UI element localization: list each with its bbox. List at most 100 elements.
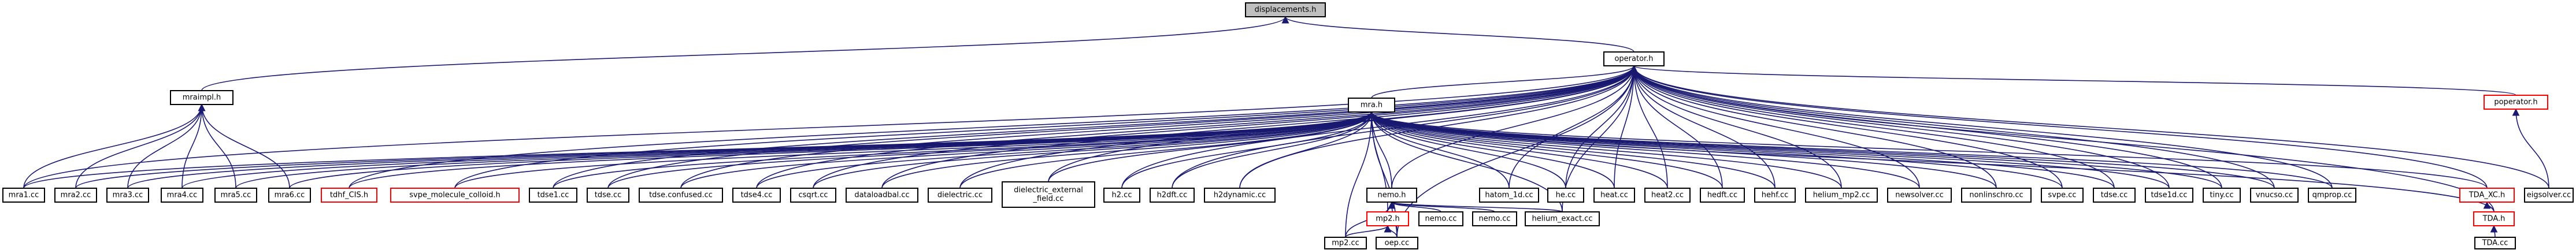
edge-mra_h-to-mp2_cc — [1345, 111, 1376, 238]
node-heat2-cc[interactable]: heat2.cc — [1644, 188, 1691, 203]
node-TDA-XC-h[interactable]: TDA_XC.h — [2459, 188, 2515, 203]
edge-operator_h-to-nonlinschro_cc — [1630, 65, 1997, 189]
node-label: tdhf_CIS.h — [330, 191, 368, 200]
node-label: hatom_1d.cc — [1485, 191, 1533, 200]
node-box — [732, 188, 781, 203]
node-operator-h[interactable]: operator.h — [1603, 51, 1665, 66]
edge-operator_h-to-heat2_cc — [1630, 65, 1668, 189]
node-hatom-1d-cc[interactable]: hatom_1d.cc — [1479, 188, 1539, 203]
node-vnucso-cc[interactable]: vnucso.cc — [2250, 188, 2299, 203]
node-TDA-cc[interactable]: TDA.cc — [2474, 237, 2516, 249]
edge-nemo_h-to-mp2_h — [1387, 201, 1396, 212]
node-box — [2484, 95, 2548, 110]
node-label: mra6.cc — [275, 191, 305, 200]
edge-mra_h-to-he_cc — [1367, 111, 1566, 189]
node-mra-h[interactable]: mra.h — [1348, 98, 1395, 113]
node-box — [2093, 188, 2136, 203]
node-dielectric-ext-cc[interactable]: dielectric_external_field.cc — [1002, 181, 1095, 208]
node-mra1-cc[interactable]: mra1.cc — [2, 188, 45, 203]
edge-mraimpl_h-to-mra2_cc — [75, 103, 206, 189]
node-label: mra2.cc — [61, 191, 91, 200]
node-label: tdse1.cc — [538, 191, 569, 200]
node-dataloadbal-cc[interactable]: dataloadbal.cc — [846, 188, 918, 203]
node-hedft-cc[interactable]: hedft.cc — [1700, 188, 1745, 203]
node-tdse1d-cc[interactable]: tdse1d.cc — [2145, 188, 2193, 203]
node-dielectric-cc[interactable]: dielectric.cc — [928, 188, 992, 203]
node-mra4-cc[interactable]: mra4.cc — [161, 188, 203, 203]
node-eigsolver-cc[interactable]: eigsolver.cc — [2524, 188, 2574, 203]
edge-mra_h-to-csqrt_cc — [813, 111, 1376, 189]
node-mp2-h[interactable]: mp2.h — [1366, 211, 1409, 226]
node-label: mra1.cc — [9, 191, 39, 200]
node-tiny-cc[interactable]: tiny.cc — [2203, 188, 2241, 203]
node-newsolver-cc[interactable]: newsolver.cc — [1887, 188, 1952, 203]
node-displacements-h: displacements.h — [1245, 2, 1326, 17]
node-hehf-cc[interactable]: hehf.cc — [1754, 188, 1796, 203]
node-mp2-cc[interactable]: mp2.cc — [1324, 237, 1367, 249]
node-box — [1150, 188, 1195, 203]
node-nemo-cc[interactable]: nemo.cc — [1418, 211, 1463, 226]
edge-operator_h-to-tdhf_CIS_h — [349, 65, 1638, 189]
node-box — [587, 188, 629, 203]
node-label: mra3.cc — [113, 191, 143, 200]
node-helium-exact-cc[interactable]: helium_exact.cc — [1525, 211, 1600, 226]
node-h2-cc[interactable]: h2.cc — [1103, 188, 1140, 203]
edge-mra_h-to-TDA_XC_h — [1367, 111, 2488, 189]
node-h2dynamic-cc[interactable]: h2dynamic.cc — [1204, 188, 1276, 203]
edge-mra_h-to-tdse4_cc — [756, 111, 1376, 189]
edge-mraimpl_h-to-mra5_cc — [198, 103, 236, 189]
edge-mra_h-to-tdse_cc — [607, 111, 1376, 189]
node-nemo-cc2[interactable]: nemo.cc — [1472, 211, 1517, 226]
node-label: tdse.confused.cc — [649, 191, 713, 200]
node-mra6-cc[interactable]: mra6.cc — [268, 188, 311, 203]
node-oep-cc[interactable]: oep.cc — [1376, 237, 1418, 249]
node-he-cc[interactable]: he.cc — [1547, 188, 1584, 203]
node-label: nemo.h — [1378, 191, 1406, 200]
node-tdhf-CIS-h[interactable]: tdhf_CIS.h — [321, 188, 377, 203]
node-helium-mp2-cc[interactable]: helium_mp2.cc — [1805, 188, 1878, 203]
node-label: nemo.cc — [1478, 215, 1510, 223]
node-poperator-h[interactable]: poperator.h — [2484, 95, 2548, 110]
node-box — [2, 188, 45, 203]
node-label: TDA_XC.h — [2468, 191, 2505, 200]
node-mraimpl-h[interactable]: mraimpl.h — [170, 90, 233, 105]
node-tdse1-cc[interactable]: tdse1.cc — [529, 188, 577, 203]
node-box — [1479, 188, 1539, 203]
edge-mra_h-to-helium_mp2_cc — [1367, 111, 1842, 189]
node-heat-cc[interactable]: heat.cc — [1593, 188, 1635, 203]
node-nonlinschro-cc[interactable]: nonlinschro.cc — [1961, 188, 2032, 203]
node-mra2-cc[interactable]: mra2.cc — [54, 188, 97, 203]
node-mra5-cc[interactable]: mra5.cc — [214, 188, 257, 203]
node-tdse4-cc[interactable]: tdse4.cc — [732, 188, 781, 203]
node-box — [1348, 98, 1395, 113]
node-box — [1418, 211, 1463, 226]
node-svpe-cc[interactable]: svpe.cc — [2041, 188, 2084, 203]
node-mra3-cc[interactable]: mra3.cc — [106, 188, 149, 203]
edge-operator_h-to-vnucso_cc — [1630, 65, 2275, 189]
node-nemo-h[interactable]: nemo.h — [1366, 188, 1417, 203]
node-label: h2.cc — [1112, 191, 1132, 200]
node-box — [2474, 237, 2516, 249]
edge-operator_h-to-tdse_cc — [607, 65, 1638, 189]
node-label: dielectric_external — [1014, 186, 1083, 195]
node-svpe-colloid-h[interactable]: svpe_molecule_colloid.h — [390, 188, 520, 203]
node-tdse-cc2[interactable]: tdse.cc — [2093, 188, 2136, 203]
node-box — [1245, 2, 1326, 17]
edge-mra_h-to-heat_cc — [1367, 111, 1615, 189]
node-label: svpe_molecule_colloid.h — [409, 191, 500, 200]
node-label: poperator.h — [2494, 98, 2537, 107]
node-box — [1700, 188, 1745, 203]
node-box — [161, 188, 203, 203]
node-tdse-cc[interactable]: tdse.cc — [587, 188, 629, 203]
node-qmprop-cc[interactable]: qmprop.cc — [2308, 188, 2356, 203]
node-h2dft-cc[interactable]: h2dft.cc — [1150, 188, 1195, 203]
node-tdse-confused-cc[interactable]: tdse.confused.cc — [639, 188, 723, 203]
node-csqrt-cc[interactable]: csqrt.cc — [790, 188, 836, 203]
edge-mraimpl_h-to-mra6_cc — [198, 103, 290, 189]
node-label: oep.cc — [1385, 239, 1410, 248]
node-box — [54, 188, 97, 203]
node-TDA-h[interactable]: TDA.h — [2473, 211, 2515, 226]
edge-operator_h-to-TDA_h — [1630, 65, 2495, 212]
